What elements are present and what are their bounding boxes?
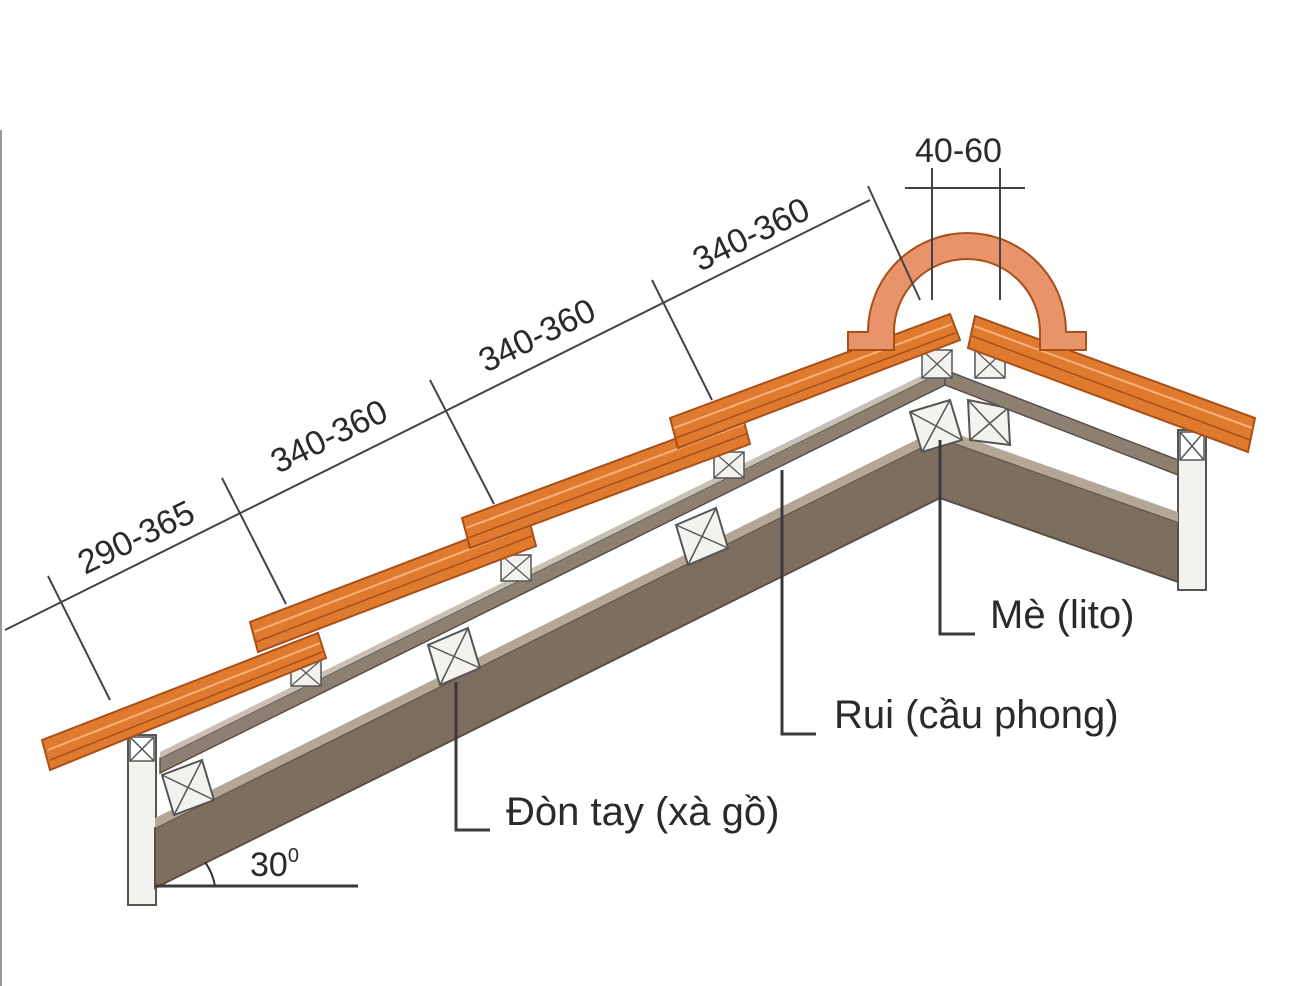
label-rafter: Rui (cầu phong) (834, 693, 1119, 737)
common-rafters (159, 364, 1179, 775)
batten-2 (500, 554, 532, 582)
angle-degree: 0 (288, 845, 299, 867)
label-purlin: Đòn tay (xà gồ) (506, 790, 779, 834)
angle-value: 300 (250, 845, 299, 884)
ridge-tile (847, 232, 1087, 351)
right-post (1177, 429, 1207, 591)
leader-lines (454, 440, 975, 832)
angle-number: 30 (250, 846, 288, 884)
purlin-ridge-right (966, 398, 1012, 447)
leader-rafter (780, 470, 816, 736)
purlin-ridge-left (908, 398, 964, 454)
label-batten: Mè (lito) (990, 593, 1134, 637)
tile-1 (40, 631, 328, 772)
left-post (127, 734, 157, 906)
purlin-1 (160, 758, 216, 817)
dim-spacing-3: 340-360 (473, 291, 602, 380)
purlin-2 (426, 626, 482, 687)
dim-ridge-gap: 40-60 (915, 132, 1002, 170)
angle-indicator (155, 861, 358, 888)
tile-right (966, 314, 1257, 454)
leader-batten (938, 440, 975, 636)
purlins (160, 398, 1012, 817)
dim-spacing-1: 290-365 (72, 493, 201, 582)
purlin-3 (674, 506, 730, 567)
leader-purlin (454, 682, 490, 832)
dim-spacing-4: 340-360 (687, 190, 816, 279)
dimension-lines (4, 168, 1025, 701)
batten-ridge-left (921, 349, 953, 379)
